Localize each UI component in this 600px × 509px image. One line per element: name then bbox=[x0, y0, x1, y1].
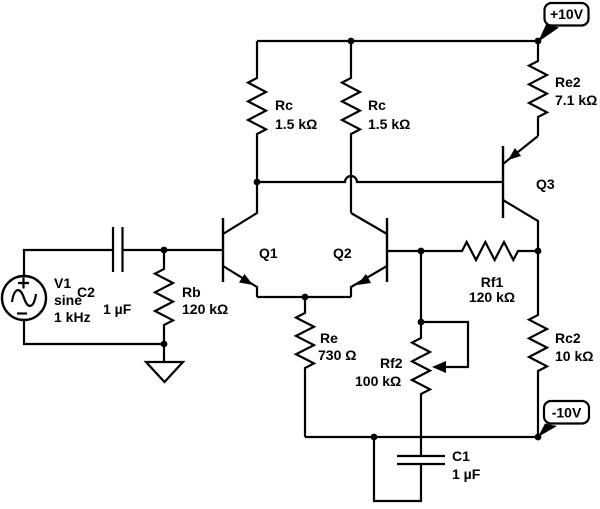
c1-value-label: 1 µF bbox=[452, 466, 481, 482]
resistor-body bbox=[526, 251, 550, 437]
rb-name-label: Rb bbox=[182, 284, 201, 300]
resistor-body bbox=[409, 322, 433, 456]
resistor-rc-left: Rc 1.5 kΩ bbox=[245, 41, 317, 182]
power-flag-negative: -10V bbox=[538, 399, 591, 437]
flag-pointer-icon bbox=[538, 24, 559, 42]
plus-icon bbox=[18, 277, 29, 289]
npn-emitter-arrow-icon bbox=[357, 274, 371, 285]
rf1-value-label: 120 kΩ bbox=[469, 289, 515, 305]
emitter-lead bbox=[222, 265, 259, 297]
emitter-lead bbox=[349, 265, 388, 297]
resistor-rc-right: Rc 1.5 kΩ bbox=[339, 41, 410, 213]
capacitor-c1: C1 1 µF bbox=[397, 448, 481, 482]
junction-dot bbox=[160, 340, 168, 348]
c2-value-label: 1 µF bbox=[103, 301, 132, 317]
re-value-label: 730 Ω bbox=[318, 347, 356, 363]
wire-input-top bbox=[22, 248, 113, 276]
sine-icon bbox=[10, 289, 38, 307]
v1-name-label: V1 bbox=[54, 275, 71, 291]
rf2-value-label: 100 kΩ bbox=[355, 373, 401, 389]
flag-pointer-icon bbox=[538, 423, 557, 437]
collector-lead bbox=[350, 212, 388, 235]
resistor-body bbox=[526, 41, 550, 136]
rc2-value-label: 10 kΩ bbox=[555, 348, 593, 364]
npn-emitter-arrow-icon bbox=[239, 274, 253, 285]
rf2-name-label: Rf2 bbox=[380, 355, 403, 371]
wire-q3-base-with-hop bbox=[257, 174, 503, 184]
ground-triangle-icon bbox=[143, 360, 186, 384]
junction-dot bbox=[253, 178, 261, 186]
negative-supply-label: -10V bbox=[552, 405, 582, 421]
junction-dot bbox=[417, 318, 425, 326]
junction-dot bbox=[160, 246, 168, 254]
c1-name-label: C1 bbox=[452, 448, 470, 464]
v1-value-label: 1 kHz bbox=[54, 309, 91, 325]
junction-dots bbox=[160, 37, 542, 441]
junction-dot bbox=[370, 433, 378, 441]
re2-value-label: 7.1 kΩ bbox=[555, 92, 597, 108]
rc-right-value-label: 1.5 kΩ bbox=[368, 116, 410, 132]
transistor-q3: Q3 bbox=[501, 135, 555, 251]
wire-v1-bottom bbox=[22, 320, 164, 346]
capacitor-plates bbox=[397, 454, 445, 466]
wiper-arrow-icon bbox=[432, 361, 446, 373]
transistor-q2: Q2 bbox=[333, 212, 389, 297]
power-flag-positive: +10V bbox=[538, 1, 590, 42]
flag-box bbox=[543, 1, 590, 27]
capacitor-c2: C2 1 µF bbox=[77, 227, 132, 317]
pnp-emitter-arrow-icon bbox=[508, 148, 521, 160]
resistor-body bbox=[245, 41, 269, 182]
resistor-rc2: Rc2 10 kΩ bbox=[526, 251, 593, 437]
rc-right-name-label: Rc bbox=[368, 97, 386, 113]
q3-name-label: Q3 bbox=[536, 176, 555, 192]
junction-dot bbox=[347, 37, 355, 45]
junction-dot bbox=[301, 293, 309, 301]
q1-name-label: Q1 bbox=[259, 245, 278, 261]
resistor-rf1: Rf1 120 kΩ bbox=[421, 239, 538, 305]
junction-dot bbox=[534, 433, 542, 441]
flag-box bbox=[542, 399, 591, 425]
q2-name-label: Q2 bbox=[333, 245, 352, 261]
v1-waveform-label: sine bbox=[54, 292, 82, 308]
ground-symbol bbox=[143, 344, 186, 384]
resistor-re: Re 730 Ω bbox=[293, 297, 356, 437]
rf1-name-label: Rf1 bbox=[481, 274, 504, 290]
re2-name-label: Re2 bbox=[555, 74, 581, 90]
transistor-q1: Q1 bbox=[221, 182, 278, 297]
rc-left-value-label: 1.5 kΩ bbox=[275, 116, 317, 132]
resistor-body bbox=[421, 239, 538, 263]
junction-dot bbox=[534, 247, 542, 255]
re-name-label: Re bbox=[320, 330, 338, 346]
potentiometer-rf2: Rf2 100 kΩ bbox=[355, 322, 446, 456]
resistor-re2: Re2 7.1 kΩ bbox=[526, 41, 597, 136]
junction-dot bbox=[534, 37, 542, 45]
voltage-source-v1: V1 sine 1 kHz bbox=[0, 274, 91, 325]
positive-supply-label: +10V bbox=[550, 6, 584, 22]
resistor-rb: Rb 120 kΩ bbox=[152, 250, 228, 344]
rc2-name-label: Rc2 bbox=[555, 330, 581, 346]
wire-c1-return-loop bbox=[372, 437, 423, 503]
collector-lead bbox=[502, 199, 540, 251]
rb-value-label: 120 kΩ bbox=[182, 301, 228, 317]
capacitor-plates bbox=[111, 227, 124, 272]
rc-left-name-label: Rc bbox=[275, 97, 293, 113]
resistor-body bbox=[339, 41, 363, 213]
collector-lead bbox=[222, 182, 259, 235]
resistor-body bbox=[293, 297, 317, 437]
wire-wiper-loop bbox=[421, 320, 470, 369]
resistor-body bbox=[152, 250, 176, 344]
c2-name-label: C2 bbox=[77, 284, 95, 300]
junction-dot bbox=[417, 247, 425, 255]
